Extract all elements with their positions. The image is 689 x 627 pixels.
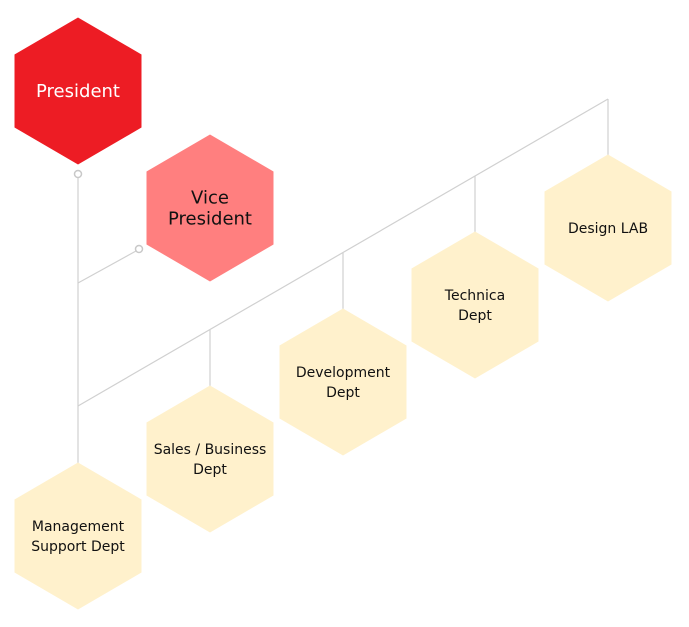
hexagon-shape xyxy=(14,462,142,610)
connectors xyxy=(73,98,609,463)
node-label: President xyxy=(36,81,120,102)
connector-dot xyxy=(134,244,144,254)
node-label: Dept xyxy=(193,462,227,478)
hexagon-shape xyxy=(411,231,539,379)
hexagon-shape xyxy=(544,154,672,302)
hexagon-shape xyxy=(279,308,407,456)
node-label: Dept xyxy=(458,308,492,324)
node-label: President xyxy=(168,209,252,230)
node-label: Development xyxy=(296,365,391,381)
node-label: Design LAB xyxy=(568,221,648,237)
hexagon-shape xyxy=(14,17,142,165)
connector-vice-president xyxy=(77,250,137,284)
node-label: Vice xyxy=(191,188,229,209)
node-label: Dept xyxy=(326,385,360,401)
hexagon-shape xyxy=(146,385,274,533)
hexagon-shape xyxy=(146,134,274,282)
node-label: Management xyxy=(32,519,125,535)
node-label: Technica xyxy=(444,288,505,304)
node-president: President xyxy=(14,17,142,165)
node-design: Design LAB xyxy=(544,154,672,302)
node-label: Support Dept xyxy=(31,539,125,555)
node-label: Sales / Business xyxy=(154,442,267,458)
connector-dot xyxy=(73,169,83,179)
connector-diagonal xyxy=(77,98,609,407)
